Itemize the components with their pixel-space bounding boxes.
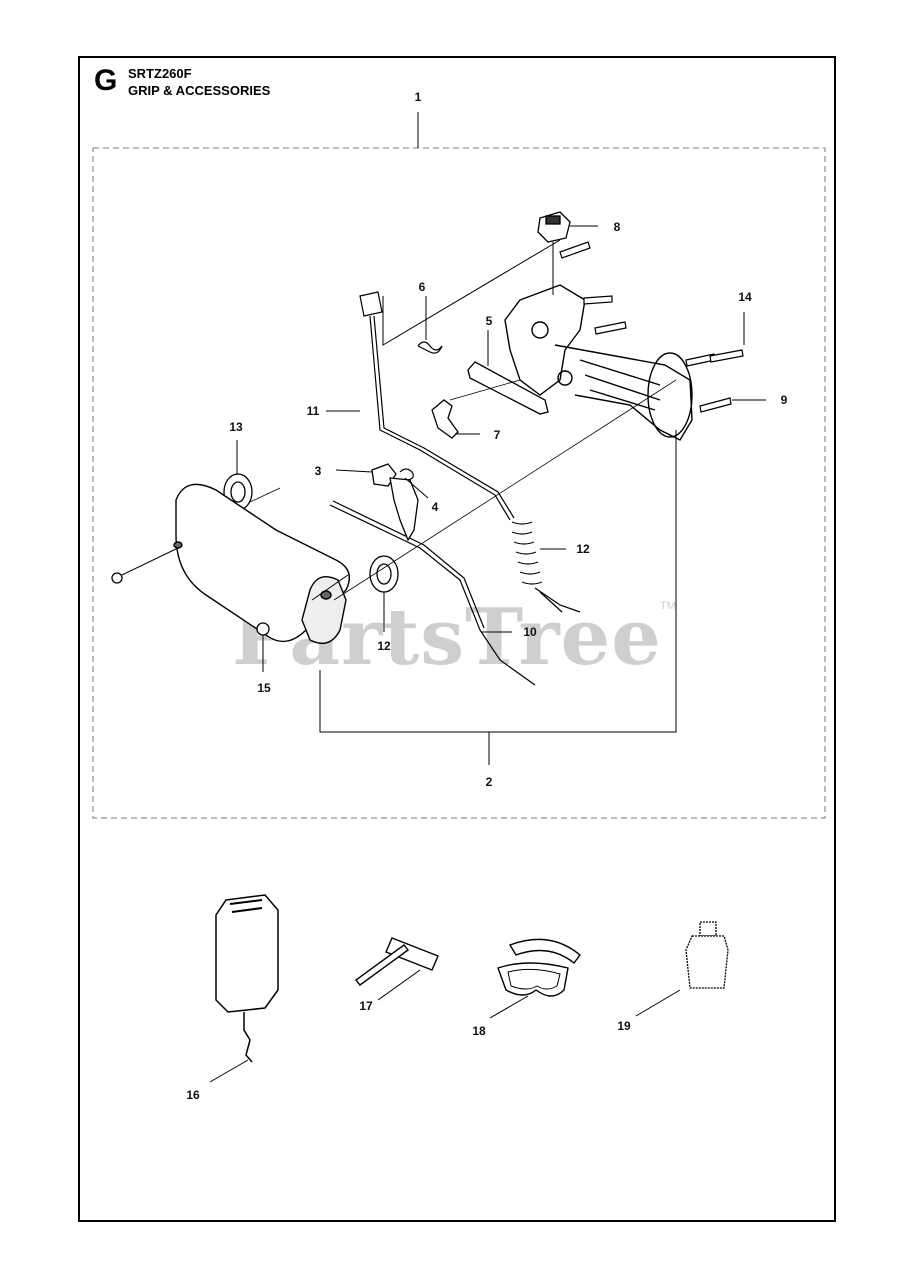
axis-line-b <box>249 487 281 503</box>
spring-4 <box>399 468 414 481</box>
callout-14: 14 <box>738 290 752 304</box>
leader-11b <box>382 239 561 346</box>
callout-11: 11 <box>306 404 320 418</box>
combination-wrench-17 <box>354 937 439 986</box>
callout-12a: 12 <box>576 542 590 556</box>
diagram-frame <box>78 56 836 1222</box>
callout-12b: 12 <box>377 639 391 653</box>
axis-line-a <box>333 379 677 601</box>
assembly-boundary <box>92 147 826 819</box>
leader-19 <box>635 989 681 1017</box>
harness-16 <box>215 894 279 1063</box>
nut-15 <box>256 622 270 636</box>
leader-nut-left <box>121 547 179 576</box>
throttle-lock-7 <box>431 399 459 439</box>
grip-handle <box>173 483 350 644</box>
section-letter: G <box>94 64 118 97</box>
coil-cable-12 <box>511 521 581 613</box>
safety-goggles-18 <box>497 938 581 997</box>
callout-8: 8 <box>613 220 621 234</box>
oil-bottle-19 <box>685 921 729 989</box>
callout-17: 17 <box>359 999 373 1013</box>
diagram-title: GRIP & ACCESSORIES <box>128 83 271 98</box>
trigger-3 <box>371 463 419 542</box>
throttle-cable-10 <box>329 500 536 686</box>
callout-15: 15 <box>257 681 271 695</box>
callout-2: 2 <box>485 775 493 789</box>
callout-7: 7 <box>493 428 501 442</box>
leader-18 <box>489 995 529 1019</box>
callout-19: 19 <box>617 1019 631 1033</box>
callout-3: 3 <box>314 464 322 478</box>
axis-line-c <box>449 379 521 401</box>
callout-1: 1 <box>414 90 422 104</box>
spring-6 <box>417 341 443 354</box>
callout-4: 4 <box>431 500 439 514</box>
callout-13: 13 <box>229 420 243 434</box>
throttle-lever-5 <box>467 361 549 415</box>
watermark-tm: TM <box>660 600 676 612</box>
callout-18: 18 <box>472 1024 486 1038</box>
leader-grip <box>311 574 349 601</box>
bracket-2 <box>319 430 677 733</box>
leader-17 <box>377 969 421 1001</box>
callout-6: 6 <box>418 280 426 294</box>
leader-16 <box>209 1059 249 1083</box>
callout-9: 9 <box>780 393 788 407</box>
callout-10: 10 <box>523 625 537 639</box>
screws <box>559 241 744 413</box>
rear-handle-housing <box>504 284 693 441</box>
callout-5: 5 <box>485 314 493 328</box>
leader-4 <box>404 477 429 499</box>
callout-16: 16 <box>186 1088 200 1102</box>
nut-left <box>111 572 123 584</box>
stop-switch <box>537 211 571 243</box>
stop-cable-11 <box>359 291 515 521</box>
model-number: SRTZ260F <box>128 66 192 81</box>
leader-3 <box>335 469 373 473</box>
